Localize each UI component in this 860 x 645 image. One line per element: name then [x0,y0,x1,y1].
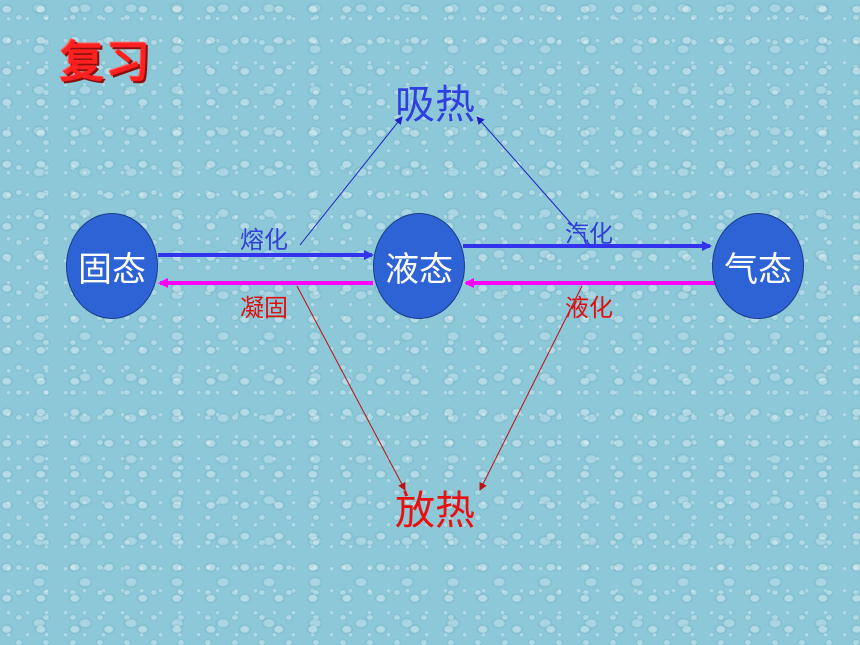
liquid-state-label: 液态 [385,249,453,290]
solid-state-node: 固态 [66,213,158,319]
solidification-release-line [296,285,406,491]
liquefaction-label: 液化 [565,294,613,322]
page-title: 复习 [60,37,152,88]
heat-release-label: 放热 [395,488,475,534]
heat-absorb-label: 吸热 [395,82,475,128]
gas-state-label: 气态 [724,249,792,290]
vaporization-label: 汽化 [565,220,613,248]
gas-state-node: 气态 [712,213,804,319]
melting-absorb-line [299,116,403,246]
melting-label: 熔化 [240,226,288,254]
liquefaction-release-line [479,285,583,491]
solid-state-label: 固态 [78,249,146,290]
solidification-label: 凝固 [240,294,288,322]
vaporization-absorb-line [476,116,591,246]
liquid-state-node: 液态 [373,213,465,319]
